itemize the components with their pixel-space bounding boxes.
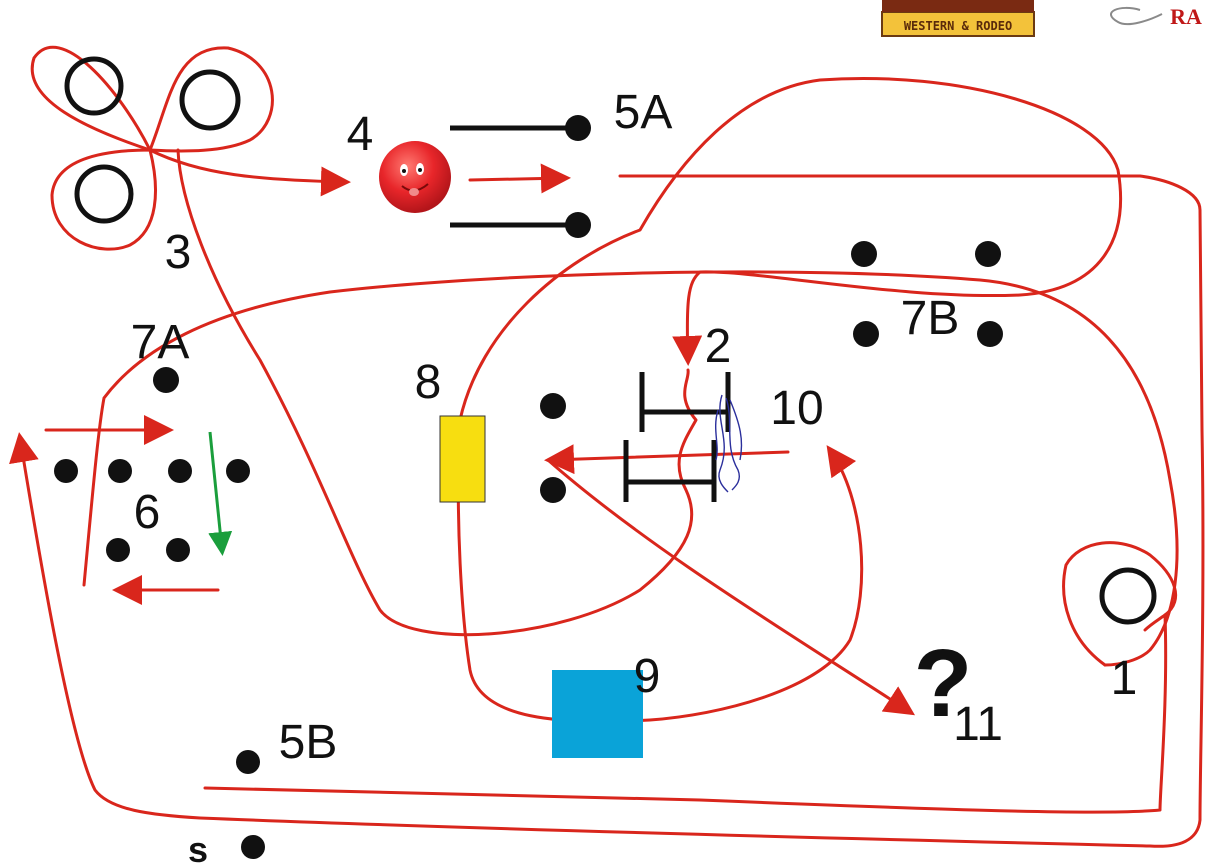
western-rodeo-logo: WESTERN & RODEO (881, 0, 1035, 37)
western-rodeo-logo-text: WESTERN & RODEO (904, 19, 1012, 33)
obstacle-5a (450, 115, 591, 238)
obstacle-9-square (552, 670, 643, 758)
obstacle-7b-dots (851, 241, 1003, 347)
label-5a: 5A (614, 86, 673, 139)
route-ball-arrow (468, 163, 571, 194)
green-arrow (208, 431, 233, 556)
label-1: 1 (1111, 652, 1138, 705)
question-mark-icon: ? (914, 630, 973, 737)
clover-loop-bottom (50, 148, 157, 251)
route-one-down (203, 613, 1168, 814)
route-arrow-to-eleven (546, 458, 916, 716)
red-ball-face-icon (379, 141, 451, 213)
label-6: 6 (134, 486, 161, 539)
route-arrow-ten-left (544, 444, 790, 475)
center-dots (540, 393, 566, 503)
route-outer-return (9, 428, 1205, 848)
obstacle-5b-dot (236, 750, 260, 774)
right-logo-text: RA (1170, 4, 1202, 29)
course-route (9, 45, 1205, 848)
label-3: 3 (165, 226, 192, 279)
label-2: 2 (705, 320, 732, 373)
obstacle-6-dots (54, 459, 250, 562)
fringe-curtain-icon (715, 394, 743, 493)
clover-loop-top-right (148, 46, 274, 153)
route-circle-one (1062, 541, 1178, 667)
obstacle-2-gates (623, 372, 731, 502)
clover-loop-top-left (30, 45, 152, 152)
route-clover-down (176, 148, 698, 637)
obstacle-3-rings (64, 56, 241, 224)
right-logo: RA (1110, 4, 1202, 29)
ring-icon (179, 69, 241, 131)
label-7b: 7B (901, 292, 960, 345)
route-around-nine (456, 418, 864, 724)
label-start: s (188, 829, 208, 866)
route-seven-a-arc (82, 270, 1179, 667)
label-10: 10 (770, 382, 823, 435)
label-7a: 7A (131, 316, 190, 369)
ring-icon (64, 56, 124, 116)
label-11: 11 (953, 698, 1003, 751)
obstacle-7a-dot (153, 367, 179, 393)
route-center-loop (458, 76, 1123, 422)
ring-icon (74, 164, 134, 224)
route-to-ball (148, 148, 351, 197)
route-top-right-loop (618, 174, 1204, 432)
start-dot (241, 835, 265, 859)
obstacle-8-panel (439, 415, 486, 503)
label-9: 9 (634, 650, 661, 703)
label-5b: 5B (279, 716, 338, 769)
obstacle-1-ring (1099, 567, 1157, 625)
label-8: 8 (415, 356, 442, 409)
label-4: 4 (347, 108, 374, 161)
